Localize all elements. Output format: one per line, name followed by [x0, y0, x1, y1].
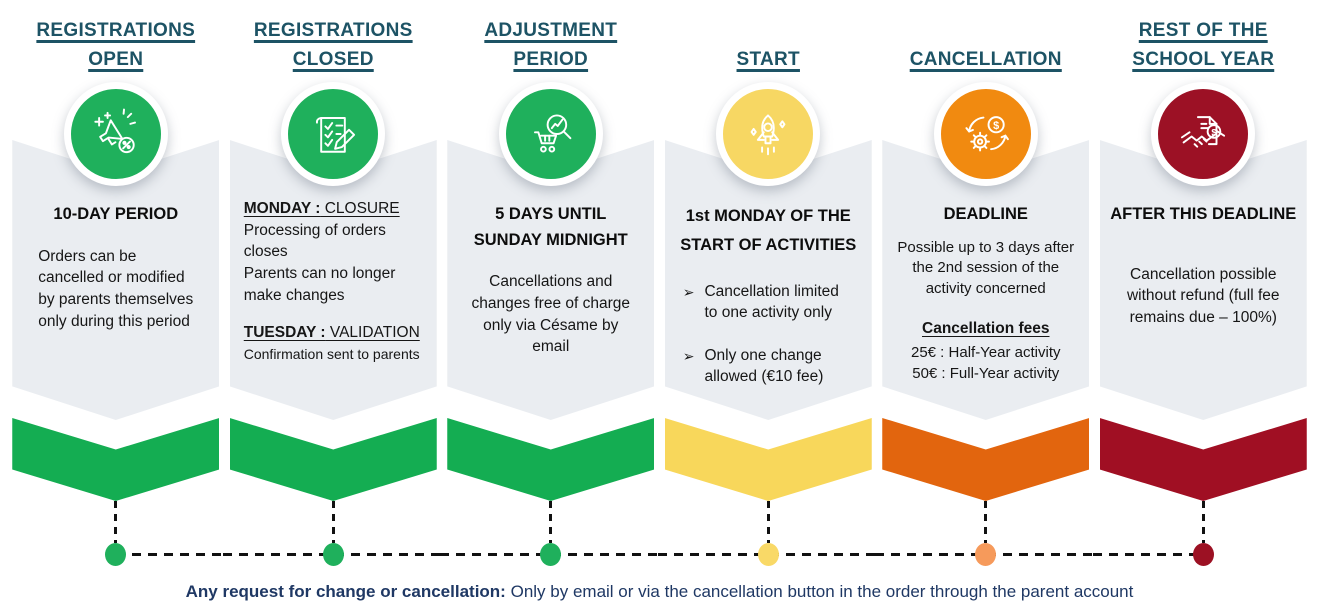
stage-registrations-closed: REGISTRATIONS CLOSED MONDAY : CLOSURE Pr… [222, 0, 444, 566]
chevron-arrow [447, 418, 655, 501]
card-heading: AFTER THIS DEADLINE [1110, 205, 1297, 223]
bullet-list: ➢ Cancellation limited to one activity o… [675, 282, 862, 388]
stage-icon-badge: $ [933, 82, 1038, 186]
card-heading: 1st MONDAY OF THE START OF ACTIVITIES [680, 207, 857, 254]
stage-card: MONDAY : CLOSURE Processing of orders cl… [229, 140, 437, 420]
stage-title: CANCELLATION [909, 48, 1062, 70]
timeline-segment [115, 553, 227, 556]
fees-title: Cancellation fees [922, 319, 1050, 337]
rocket-icon [750, 114, 786, 156]
stage-title: ADJUSTMENT PERIOD [484, 20, 618, 70]
handshake-contract-icon: $ [1181, 116, 1226, 148]
monday-closure-line: MONDAY : CLOSURE [243, 200, 400, 217]
card-heading: 10-DAY PERIOD [53, 205, 179, 223]
stage-icon-badge [281, 82, 386, 186]
stage-cancellation: CANCELLATION $ DEADLINE Possible u [875, 0, 1097, 566]
chevron-arrow [882, 418, 1090, 501]
footer-note: Any request for change or cancellation: … [0, 582, 1319, 602]
timeline-segment [1092, 553, 1204, 556]
megaphone-promo-icon [94, 108, 136, 154]
svg-text:$: $ [993, 120, 999, 132]
timeline-connector [331, 501, 335, 543]
timeline-connector [984, 501, 988, 543]
stage-rest-of-school-year: REST OF THE SCHOOL YEAR $ AFTER THIS DEA… [1092, 0, 1308, 566]
chevron-arrow [229, 418, 437, 501]
timeline-dot [322, 543, 344, 566]
card-body: Orders can be cancelled or modified by p… [38, 247, 194, 330]
stage-registrations-open: REGISTRATIONS OPEN [12, 0, 227, 566]
card-body: Possible up to 3 days after the 2nd sess… [897, 238, 1075, 297]
timeline-columns: REGISTRATIONS OPEN [12, 0, 1308, 566]
tuesday-validation-line: TUESDAY : VALIDATION [243, 324, 420, 342]
gear-sync-dollar-icon: $ [965, 116, 1009, 152]
timeline-dot [1192, 543, 1214, 566]
checklist-pencil-icon [316, 116, 356, 153]
chevron-arrow [12, 418, 220, 501]
stage-adjustment-period: ADJUSTMENT PERIOD 5 DAYS UNTIL SUNDAY MI… [440, 0, 662, 566]
monday-body: Processing of orders closes Parents can … [243, 221, 396, 304]
stage-card: 10-DAY PERIOD Orders can be cancelled or… [12, 140, 220, 420]
stage-card: AFTER THIS DEADLINE Cancellation possibl… [1099, 140, 1307, 420]
bullet-item: ➢ Only one change allowed (€10 fee) [683, 346, 862, 388]
timeline-connector [114, 501, 118, 543]
cart-magnifier-icon [533, 114, 572, 153]
stage-icon-badge [63, 82, 168, 186]
stage-title: REST OF THE SCHOOL YEAR [1132, 20, 1275, 70]
card-heading: 5 DAYS UNTIL SUNDAY MIDNIGHT [473, 205, 628, 249]
fees-list: 25€ : Half-Year activity 50€ : Full-Year… [910, 343, 1061, 383]
timeline-connector [766, 501, 770, 543]
arrow-bullet-icon: ➢ [682, 347, 695, 364]
timeline-connector [549, 501, 553, 543]
chevron-arrow [1099, 418, 1307, 501]
stage-icon-badge [716, 82, 821, 186]
card-body: Cancellation possible without refund (fu… [1126, 265, 1280, 326]
timeline-dot [975, 543, 997, 566]
card-body: Cancellations and changes free of charge… [471, 273, 631, 356]
timeline-connector [1201, 501, 1205, 543]
stage-start: START 1st MONDAY OF THE START OF ACTIVIT… [657, 0, 879, 566]
stage-card: 5 DAYS UNTIL SUNDAY MIDNIGHT Cancellatio… [447, 140, 655, 420]
stage-icon-badge: $ [1151, 82, 1256, 186]
arrow-bullet-icon: ➢ [682, 283, 695, 300]
stage-title: REGISTRATIONS CLOSED [253, 20, 413, 70]
bullet-item: ➢ Cancellation limited to one activity o… [683, 282, 862, 324]
footer-note-text: Only by email or via the cancellation bu… [510, 582, 1134, 601]
stage-title: REGISTRATIONS OPEN [36, 20, 196, 70]
stage-icon-badge [498, 82, 603, 186]
card-heading: DEADLINE [943, 205, 1028, 223]
timeline-dot [757, 543, 779, 566]
chevron-arrow [664, 418, 872, 501]
tuesday-body: Confirmation sent to parents [243, 346, 420, 363]
svg-text:$: $ [1212, 127, 1218, 137]
stage-card: 1st MONDAY OF THE START OF ACTIVITIES ➢ … [664, 140, 872, 420]
stage-title: START [736, 48, 800, 70]
timeline-dot [540, 543, 562, 566]
footer-note-lead: Any request for change or cancellation: [185, 582, 506, 601]
timeline-dot [105, 543, 127, 566]
stage-card: DEADLINE Possible up to 3 days after the… [882, 140, 1090, 420]
